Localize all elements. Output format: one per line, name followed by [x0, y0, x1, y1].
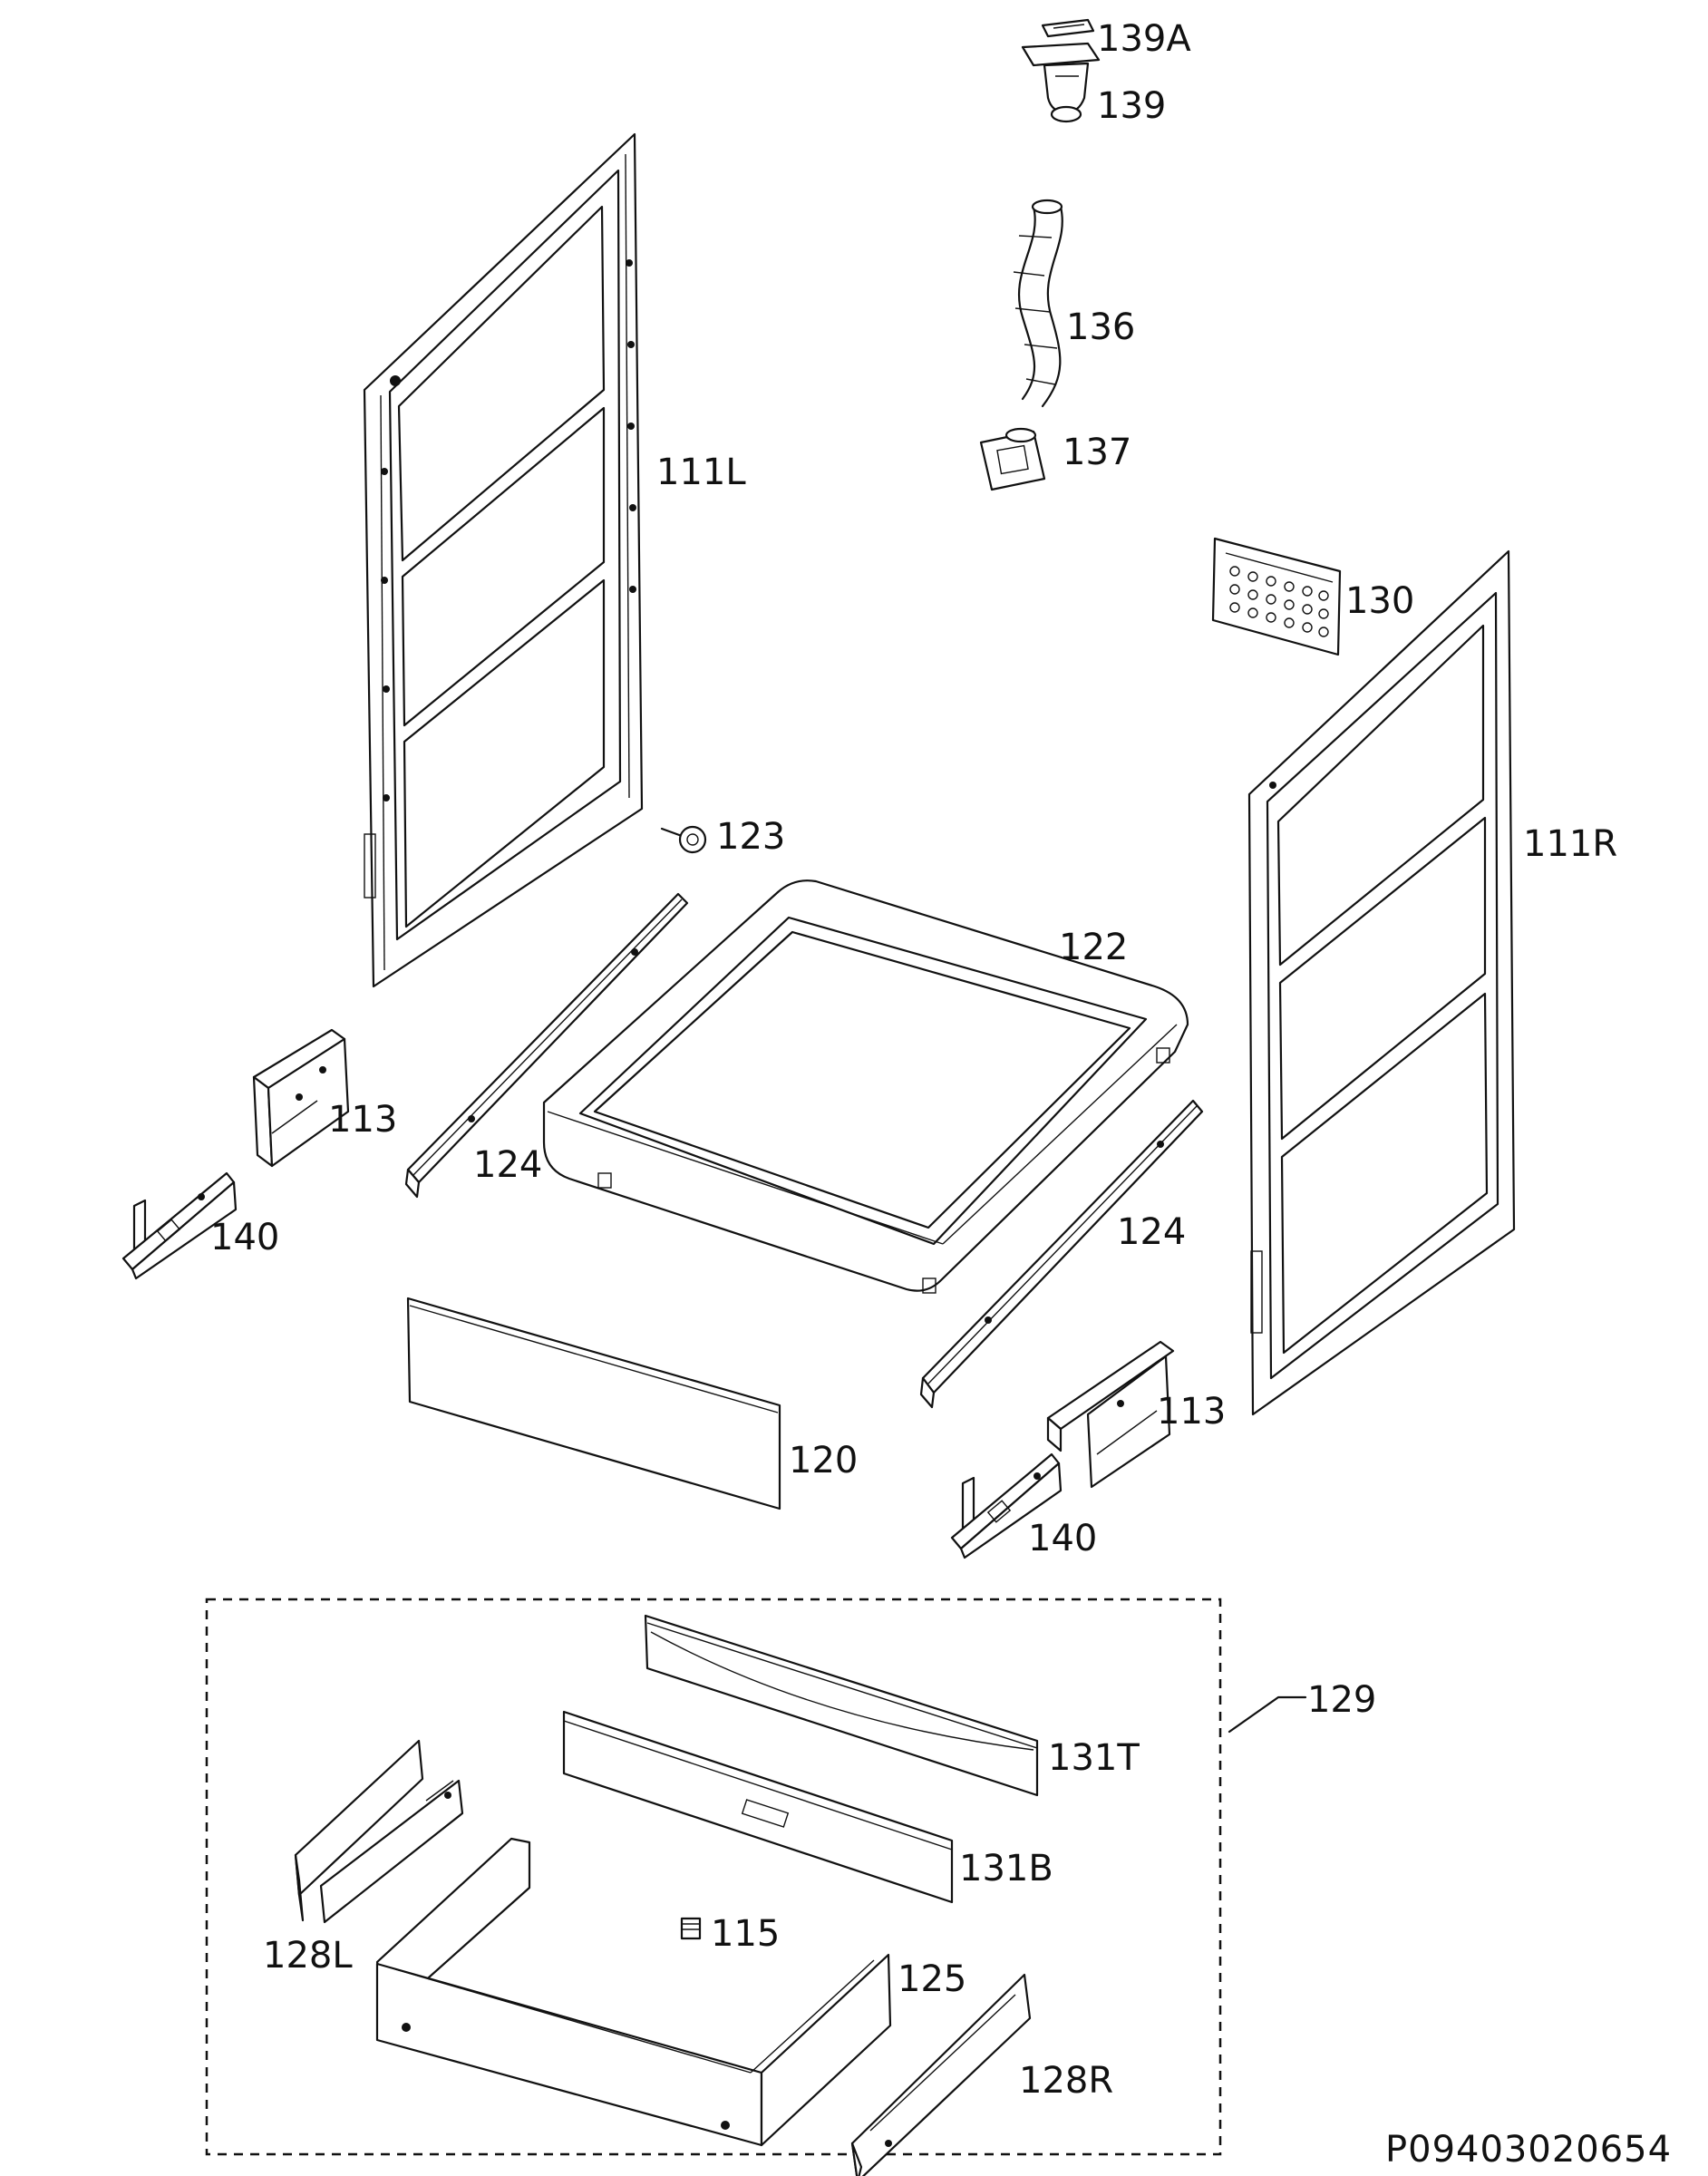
label-124-left: 124 [473, 1144, 542, 1186]
part-113-left[interactable] [252, 1028, 350, 1168]
part-123[interactable] [660, 825, 707, 854]
label-140-right: 140 [1028, 1518, 1097, 1559]
label-128r: 128R [1019, 2060, 1113, 2102]
label-115: 115 [711, 1913, 780, 1955]
part-131t[interactable] [644, 1614, 1039, 1797]
part-136[interactable] [1013, 199, 1063, 408]
part-131b[interactable] [562, 1710, 954, 1904]
label-131t: 131T [1048, 1737, 1140, 1779]
drawing-code: P09403020654 [1385, 2129, 1672, 2171]
label-111r: 111R [1523, 823, 1617, 865]
label-125: 125 [898, 1958, 966, 2000]
label-129: 129 [1307, 1679, 1376, 1721]
label-122: 122 [1059, 927, 1128, 968]
label-130: 130 [1345, 580, 1414, 622]
assembly-129-leader [1228, 1695, 1307, 1734]
assembly-129-box [205, 1598, 1222, 2156]
part-111r[interactable] [1247, 549, 1516, 1416]
part-124-right[interactable] [919, 1099, 1204, 1409]
part-140-left[interactable] [121, 1171, 238, 1280]
part-139[interactable] [1021, 42, 1101, 123]
label-139: 139 [1097, 85, 1166, 127]
part-128l[interactable] [294, 1739, 464, 1924]
label-124-right: 124 [1117, 1211, 1186, 1253]
part-124-left[interactable] [404, 892, 689, 1199]
label-139a: 139A [1097, 18, 1191, 60]
part-120[interactable] [406, 1297, 781, 1511]
label-120: 120 [789, 1440, 858, 1481]
part-139a[interactable] [1041, 18, 1095, 38]
label-123: 123 [716, 816, 785, 858]
part-125[interactable] [375, 1837, 892, 2147]
part-128r[interactable] [850, 1973, 1032, 2176]
part-111l[interactable] [363, 132, 644, 988]
part-137[interactable] [979, 427, 1046, 491]
label-137: 137 [1063, 432, 1131, 473]
part-122[interactable] [542, 879, 1189, 1294]
label-113-right: 113 [1157, 1391, 1226, 1433]
label-140-left: 140 [210, 1217, 279, 1258]
label-131b: 131B [959, 1848, 1053, 1889]
part-140-right[interactable] [950, 1452, 1063, 1559]
label-111l: 111L [656, 452, 746, 493]
part-113-right[interactable] [1046, 1340, 1175, 1489]
label-136: 136 [1066, 306, 1135, 348]
part-130[interactable] [1211, 537, 1342, 656]
part-115[interactable] [680, 1917, 702, 1940]
label-128l: 128L [263, 1935, 353, 1977]
label-113-left: 113 [328, 1099, 397, 1141]
